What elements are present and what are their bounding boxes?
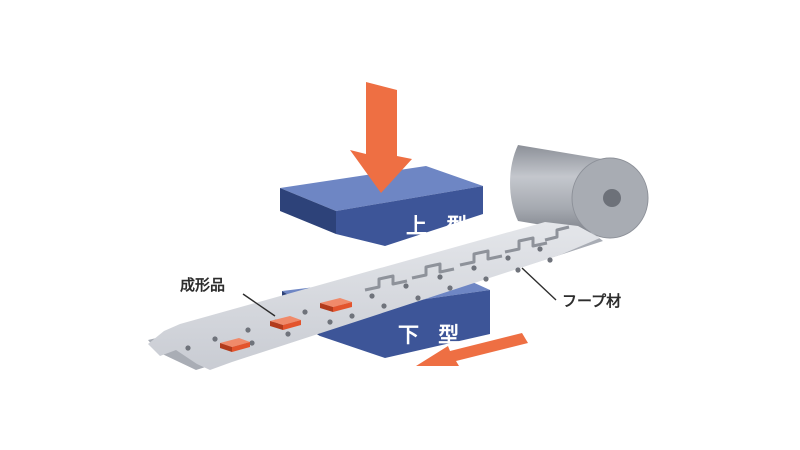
- molded-parts: [220, 298, 352, 352]
- hoop-roll: [510, 145, 649, 239]
- molded-part: [320, 298, 352, 312]
- molded-product-callout: 成形品: [180, 276, 276, 317]
- hoop-material-label: フープ材: [562, 292, 621, 310]
- molded-product-leader: [242, 293, 276, 317]
- lower-die-front-face: [320, 290, 490, 358]
- hoop-material-callout: フープ材: [521, 267, 621, 310]
- roll-core: [603, 189, 621, 207]
- lower-die-label: 下 型: [398, 323, 465, 347]
- hoop-material-leader: [521, 267, 557, 301]
- press-down-arrow: [350, 82, 412, 193]
- molded-part: [270, 316, 301, 330]
- hoop-strip: [148, 222, 603, 370]
- upper-die-left-face: [280, 188, 336, 234]
- feed-direction-arrow: [416, 333, 528, 366]
- molded-product-label: 成形品: [180, 276, 225, 294]
- upper-die-label: 上 型: [406, 214, 473, 238]
- strip-cutouts: [364, 225, 570, 292]
- molded-part: [220, 338, 250, 352]
- upper-die-front-face: [336, 186, 483, 246]
